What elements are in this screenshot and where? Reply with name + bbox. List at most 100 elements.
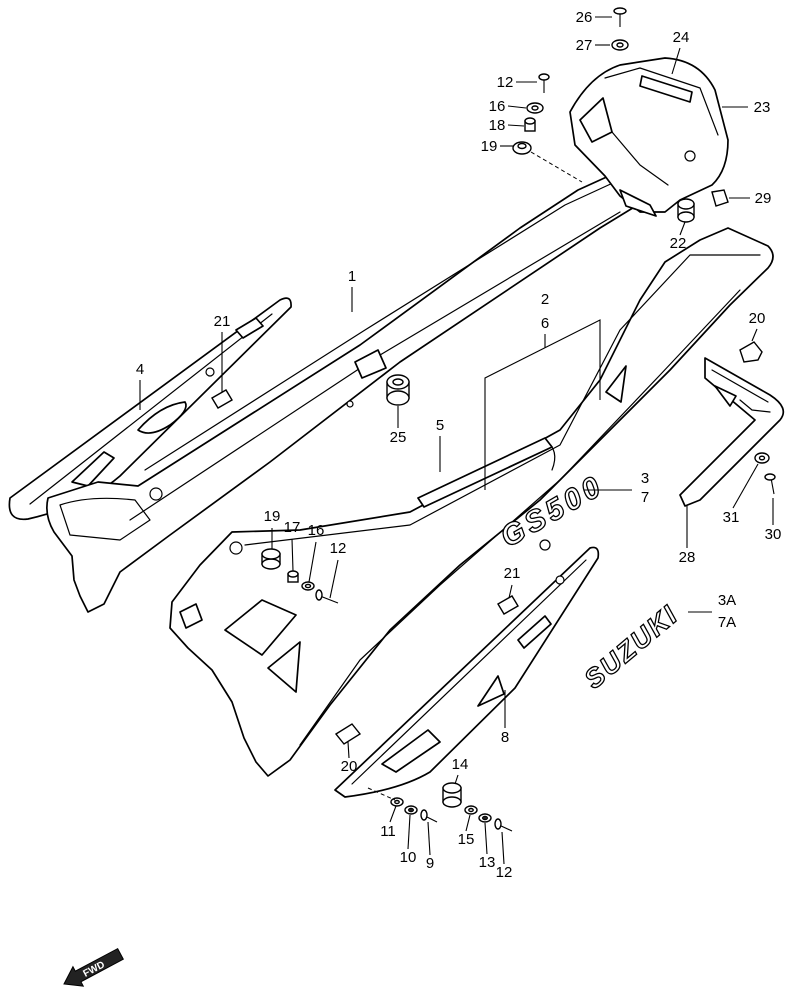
callout-14: 14 — [452, 756, 469, 773]
part-17-collar — [287, 570, 299, 583]
leader-20-right — [751, 328, 758, 342]
callout-27: 27 — [576, 37, 593, 54]
part-2-upper-groove — [244, 254, 761, 546]
leader-lines — [139, 16, 774, 865]
part-23-hole — [684, 150, 696, 162]
part-2-cutout-upper — [224, 599, 297, 656]
leader-15 — [465, 814, 471, 832]
part-12-bottom-head — [494, 818, 502, 830]
callout-19-mid: 19 — [264, 508, 281, 525]
part-13-inner — [482, 815, 488, 821]
part-27-washer — [611, 39, 629, 51]
part-8-slot — [517, 615, 552, 649]
part-23-side-line — [611, 131, 669, 186]
part-19-mid-top — [261, 548, 281, 560]
part-8-rim-line — [351, 559, 587, 785]
callout-12-mid: 12 — [330, 540, 347, 557]
part-19-mid-bottom — [261, 558, 281, 570]
callout-29: 29 — [755, 190, 772, 207]
part-4-hole — [205, 367, 215, 377]
part-14-top — [442, 782, 462, 794]
part-1-mount-bracket — [354, 349, 387, 379]
part-14-bottom — [442, 796, 462, 808]
callout-6: 6 — [541, 315, 549, 332]
part-23-tail-cowl — [569, 57, 729, 217]
part-2-hole-front — [229, 541, 243, 555]
callout-labels: 26 27 24 12 23 16 18 19 29 22 1 20 21 2 … — [136, 9, 782, 881]
leader-12-mid — [329, 559, 339, 599]
leader-11 — [389, 805, 397, 823]
part-2-side-cover — [169, 227, 774, 777]
callout-15: 15 — [458, 831, 475, 848]
leader-18 — [507, 124, 525, 127]
part-10-inner — [408, 807, 414, 813]
callout-16-mid: 16 — [308, 522, 325, 539]
part-20-clip-lower — [334, 723, 362, 745]
leader-16-mid — [308, 541, 317, 583]
part-14-collar — [442, 782, 462, 808]
part-30-shaft — [770, 477, 775, 495]
callout-21-lower: 21 — [504, 565, 521, 582]
part-19-grommet-top — [512, 141, 532, 155]
part-4-cutout — [71, 451, 115, 487]
part-2-window — [605, 365, 627, 403]
part-18-collar — [524, 117, 536, 132]
part-31-washer — [754, 452, 770, 464]
leader-13 — [484, 822, 488, 855]
leader-14 — [454, 774, 459, 785]
leader-16-top — [507, 105, 527, 109]
forward-arrow-shape — [63, 947, 124, 987]
callout-20-lower: 20 — [341, 758, 358, 775]
part-28-outline — [679, 357, 785, 507]
part-22-grommet — [677, 198, 695, 223]
part-28-rim-line — [711, 369, 769, 403]
leader-12-bottom — [501, 831, 505, 865]
part-12-bolt-bottom — [494, 818, 513, 832]
part-19-top-inner — [517, 142, 527, 150]
callout-10: 10 — [400, 849, 417, 866]
leader-31 — [732, 463, 759, 509]
callout-17: 17 — [284, 519, 301, 536]
part-10-washer — [404, 805, 418, 815]
callout-12-top: 12 — [497, 74, 514, 91]
part-4-trim-panel — [8, 297, 292, 521]
part-12-mid-shaft — [319, 595, 339, 604]
part-4-rim-line — [29, 313, 273, 505]
part-25-bottom — [386, 390, 410, 406]
part-12-bolt-top — [538, 73, 550, 93]
forward-arrow-icon: FWD — [63, 947, 124, 987]
callout-22: 22 — [670, 235, 687, 252]
callout-8: 8 — [501, 729, 509, 746]
callout-5: 5 — [436, 417, 444, 434]
callout-24: 24 — [673, 29, 690, 46]
part-22-bottom — [677, 211, 695, 223]
part-12-bolt-mid — [315, 589, 339, 604]
part-8-lower-panel — [334, 546, 600, 798]
part-30-bolt — [764, 473, 776, 495]
part-18-top — [524, 117, 536, 125]
part-16-washer-mid — [301, 581, 315, 591]
part-26-bolt — [613, 7, 627, 27]
callout-31: 31 — [723, 509, 740, 526]
part-1-hole — [149, 487, 163, 501]
leader-10 — [407, 814, 411, 850]
part-11-washer — [390, 797, 404, 807]
part-24-badge — [639, 75, 693, 103]
part-12-mid-head — [315, 589, 323, 601]
callout-7A: 7A — [718, 614, 736, 631]
part-8-cutout — [381, 729, 441, 773]
part-16-mid-inner — [304, 583, 312, 589]
part-22-top — [677, 198, 695, 210]
callout-26: 26 — [576, 9, 593, 26]
callout-1: 1 — [348, 268, 356, 285]
leader-20-lower — [347, 741, 350, 759]
part-28-inner-line — [739, 399, 771, 413]
part-25-bore — [392, 378, 404, 386]
leader-2-6-bracket — [484, 319, 601, 490]
callout-3: 3 — [641, 470, 649, 487]
part-15-inner — [468, 807, 474, 813]
forward-arrow-label: FWD — [82, 959, 107, 979]
part-4-bracket — [235, 317, 264, 339]
part-19-grommet-mid — [261, 548, 281, 570]
